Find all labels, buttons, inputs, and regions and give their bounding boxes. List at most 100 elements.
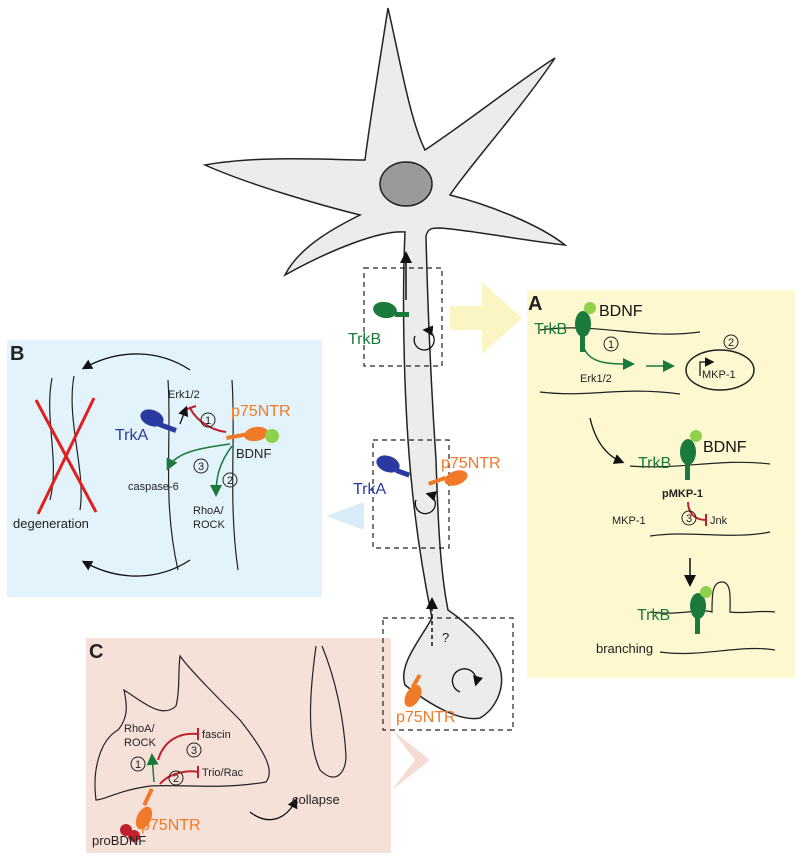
trka-receptor-axon bbox=[376, 455, 411, 478]
panel-c-collapse-label: collapse bbox=[292, 792, 340, 807]
dashed-box-top bbox=[363, 267, 443, 367]
panel-b-top-arrow bbox=[81, 353, 191, 371]
trka-label-axon: TrkA bbox=[353, 481, 387, 498]
panel-a-membrane-top bbox=[539, 327, 701, 335]
panel-a-transcription-arrow bbox=[699, 357, 715, 376]
panel-a-pmkp-label: pMKP-1 bbox=[662, 488, 703, 500]
panel-b-membrane-right bbox=[231, 379, 239, 571]
dashed-box-bottom bbox=[382, 617, 514, 731]
panel-a-jnk-label: Jnk bbox=[710, 515, 728, 527]
panel-b-caspase-arrow bbox=[166, 443, 231, 471]
panel-b-background bbox=[7, 340, 322, 597]
panel-a-bdnf-label-1: BDNF bbox=[599, 303, 643, 320]
step-3-label-a: 3 bbox=[686, 513, 692, 525]
panel-a-trkb-label-1: TrkB bbox=[534, 321, 567, 338]
panel-a-membrane-bottom bbox=[539, 390, 681, 395]
panel-c-letter: C bbox=[89, 641, 103, 663]
p75ntr-receptor-axon bbox=[428, 470, 468, 486]
step-1-marker-b bbox=[200, 412, 216, 428]
panel-b-bdnf-label: BDNF bbox=[236, 446, 271, 461]
panel-b-cross-2 bbox=[36, 397, 96, 515]
panel-a-curve-arrow bbox=[589, 417, 625, 464]
panel-b-rhoa-arrow bbox=[210, 445, 233, 497]
step-2-label-c: 2 bbox=[173, 773, 179, 785]
panel-c-rhoa-label-2: ROCK bbox=[124, 737, 156, 749]
step-2-marker-c bbox=[168, 770, 184, 786]
pointer-to-panel-b bbox=[326, 502, 364, 530]
step-1-label-c: 1 bbox=[135, 759, 141, 771]
step-2-label-b: 2 bbox=[227, 475, 233, 487]
cycle-arrow-bottom bbox=[451, 668, 484, 693]
panel-c-p75ntr-label: p75NTR bbox=[141, 817, 201, 834]
panel-c-collapse-arrow bbox=[249, 797, 298, 821]
step-1-label-b: 1 bbox=[205, 415, 211, 427]
p75ntr-receptor-growthcone bbox=[404, 674, 422, 707]
step-2-marker-b bbox=[222, 472, 238, 488]
panel-a-trkb-receptor-2 bbox=[680, 430, 702, 480]
pointer-to-panel-c bbox=[392, 730, 430, 790]
dashed-box-middle bbox=[372, 439, 450, 549]
panel-b-rhoa-label-2: ROCK bbox=[193, 519, 225, 531]
neuron-body bbox=[202, 7, 568, 720]
panel-a-bdnf-label-2: BDNF bbox=[703, 439, 747, 456]
panel-a-trkb-label-3: TrkB bbox=[637, 607, 670, 624]
panel-c-inhibit-fascin bbox=[157, 732, 199, 761]
panel-b-erk-label: Erk1/2 bbox=[168, 389, 200, 401]
panel-a-erk-arrow bbox=[583, 347, 635, 370]
panel-b-degeneration-label: degeneration bbox=[13, 516, 89, 531]
panel-c-trio-label: Trio/Rac bbox=[202, 767, 244, 779]
panel-b-trka-receptor bbox=[140, 409, 177, 433]
panel-b-erk-arrow bbox=[178, 405, 189, 425]
panel-b-p75ntr-label: p75NTR bbox=[231, 403, 291, 420]
panel-b-axon-line-2 bbox=[71, 375, 82, 511]
panel-c-rhoa-label-1: RhoA/ bbox=[124, 723, 156, 735]
panel-b-trka-label: TrkA bbox=[115, 427, 149, 444]
panel-a-membrane-mid1 bbox=[629, 461, 771, 468]
neuron-nucleus bbox=[379, 161, 433, 207]
panel-a-trkb-label-2: TrkB bbox=[638, 455, 671, 472]
question-mark: ? bbox=[442, 630, 449, 645]
p75ntr-label-axon: p75NTR bbox=[441, 455, 501, 472]
panel-a-trkb-receptor-1 bbox=[575, 302, 596, 352]
panel-b-rhoa-label-1: RhoA/ bbox=[193, 505, 225, 517]
panel-a-mkp-label-2: MKP-1 bbox=[612, 515, 646, 527]
step-3-label-c: 3 bbox=[191, 745, 197, 757]
trkb-label-axon: TrkB bbox=[348, 331, 381, 348]
panel-b-bottom-arrow bbox=[81, 559, 191, 577]
step-2-label-a: 2 bbox=[728, 337, 734, 349]
panel-b-inhibit-erk bbox=[189, 407, 227, 433]
panel-a-trkb-receptor-3 bbox=[690, 586, 712, 634]
panel-b-letter: B bbox=[10, 343, 24, 365]
panel-c-collapsed-outline bbox=[309, 645, 347, 778]
panel-c-inhibit-trio bbox=[159, 770, 199, 785]
panel-c-p75ntr-receptor bbox=[120, 788, 154, 842]
panel-a-letter: A bbox=[528, 293, 542, 315]
step-3-label-b: 3 bbox=[198, 461, 204, 473]
panel-a-erk-label: Erk1/2 bbox=[580, 373, 612, 385]
pointer-to-panel-a bbox=[450, 282, 522, 354]
step-3-marker-b bbox=[193, 458, 209, 474]
panel-b-caspase-label: caspase-6 bbox=[128, 481, 179, 493]
panel-a-branch-membrane-bottom bbox=[659, 647, 776, 655]
panel-a-mkp-label-1: MKP-1 bbox=[702, 369, 736, 381]
panel-a-branching-label: branching bbox=[596, 641, 653, 656]
panel-c-fascin-label: fascin bbox=[202, 729, 231, 741]
step-1-marker-c bbox=[130, 756, 146, 772]
step-1-label-a: 1 bbox=[608, 339, 614, 351]
panel-a-inhibit-jnk bbox=[687, 501, 707, 521]
panel-c-probdnf-label: proBDNF bbox=[92, 833, 146, 848]
cycle-arrow-middle bbox=[414, 491, 437, 515]
panel-b-membrane-left bbox=[167, 379, 179, 571]
panel-a-membrane-mid2 bbox=[649, 531, 771, 537]
step-2-marker-a bbox=[723, 334, 739, 350]
step-3-marker-c bbox=[186, 742, 202, 758]
p75ntr-label-growthcone: p75NTR bbox=[396, 709, 456, 726]
panel-c-growthcone-outline bbox=[94, 654, 270, 801]
step-3-marker-a bbox=[681, 510, 697, 526]
panel-b-p75ntr-receptor bbox=[225, 426, 279, 443]
cycle-arrow-top bbox=[413, 325, 435, 351]
step-1-marker-a bbox=[603, 336, 619, 352]
panel-a-nucleus bbox=[685, 349, 755, 391]
panel-c-rhoa-arrow bbox=[146, 753, 159, 783]
